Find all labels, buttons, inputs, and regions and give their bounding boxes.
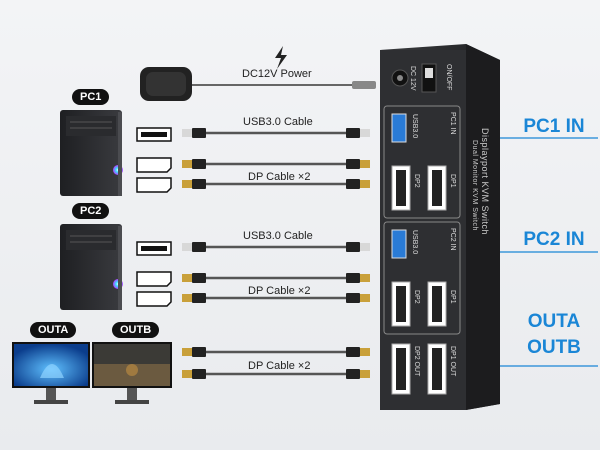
device-title: Displayport KVM Switch xyxy=(480,128,490,236)
pc1-tag: PC1 xyxy=(72,89,110,105)
usb-cable-label-pc1: USB3.0 Cable xyxy=(243,116,313,128)
lightning-icon xyxy=(275,46,287,69)
onoff-label: ON/OFF xyxy=(445,64,452,91)
dp1-label-b: DP1 xyxy=(449,290,456,304)
pc1-in-port-label: PC1 IN xyxy=(449,112,456,135)
dp-cable-pc2-a xyxy=(182,273,370,283)
dp1-out-label: DP1 OUT xyxy=(449,346,456,377)
dp1-label-a: DP1 xyxy=(449,174,456,188)
usb30-label-a: USB3.0 xyxy=(411,114,418,139)
pc2-tower xyxy=(60,224,123,310)
usb-cable-pc1 xyxy=(182,128,370,138)
pc2-ports xyxy=(136,241,172,307)
dp-cable-out-a xyxy=(182,347,370,357)
pc1-ports xyxy=(136,127,172,193)
dp2-label-b: DP2 xyxy=(413,290,420,304)
dc-port-label: DC 12V xyxy=(409,66,416,91)
usb30-label-b: USB3.0 xyxy=(411,230,418,255)
cables xyxy=(182,128,370,379)
dp-cable-pc1-b xyxy=(182,179,370,189)
pc1-tower xyxy=(60,110,123,196)
dp-cable-pc2-b xyxy=(182,293,370,303)
power-adapter xyxy=(140,67,376,101)
dp2-out-label: DP2 OUT xyxy=(413,346,420,377)
dp-cable-label-pc1: DP Cable ×2 xyxy=(248,171,311,183)
device-subtitle: Dual Monitor KVM Switch xyxy=(471,140,478,231)
power-cable-label: DC12V Power xyxy=(242,68,312,80)
dp-cable-out-b xyxy=(182,369,370,379)
outb-label: OUTB xyxy=(527,337,581,358)
monitor-outa xyxy=(12,342,90,404)
pc2-in-label: PC2 IN xyxy=(523,229,585,250)
pc2-tag: PC2 xyxy=(72,203,110,219)
pc2-in-port-label: PC2 IN xyxy=(449,228,456,251)
outa-label: OUTA xyxy=(527,311,581,332)
outa-tag: OUTA xyxy=(30,322,77,338)
outb-tag: OUTB xyxy=(112,322,160,338)
dp2-label-a: DP2 xyxy=(413,174,420,188)
dp-cable-label-pc2: DP Cable ×2 xyxy=(248,285,311,297)
usb-cable-pc2 xyxy=(182,242,370,252)
usb-cable-label-pc2: USB3.0 Cable xyxy=(243,230,313,242)
pc1-in-label: PC1 IN xyxy=(523,116,585,137)
monitor-outb xyxy=(92,342,172,404)
dp-cable-pc1-a xyxy=(182,159,370,169)
kvm-device xyxy=(380,44,500,410)
dp-cable-label-out: DP Cable ×2 xyxy=(248,360,311,372)
